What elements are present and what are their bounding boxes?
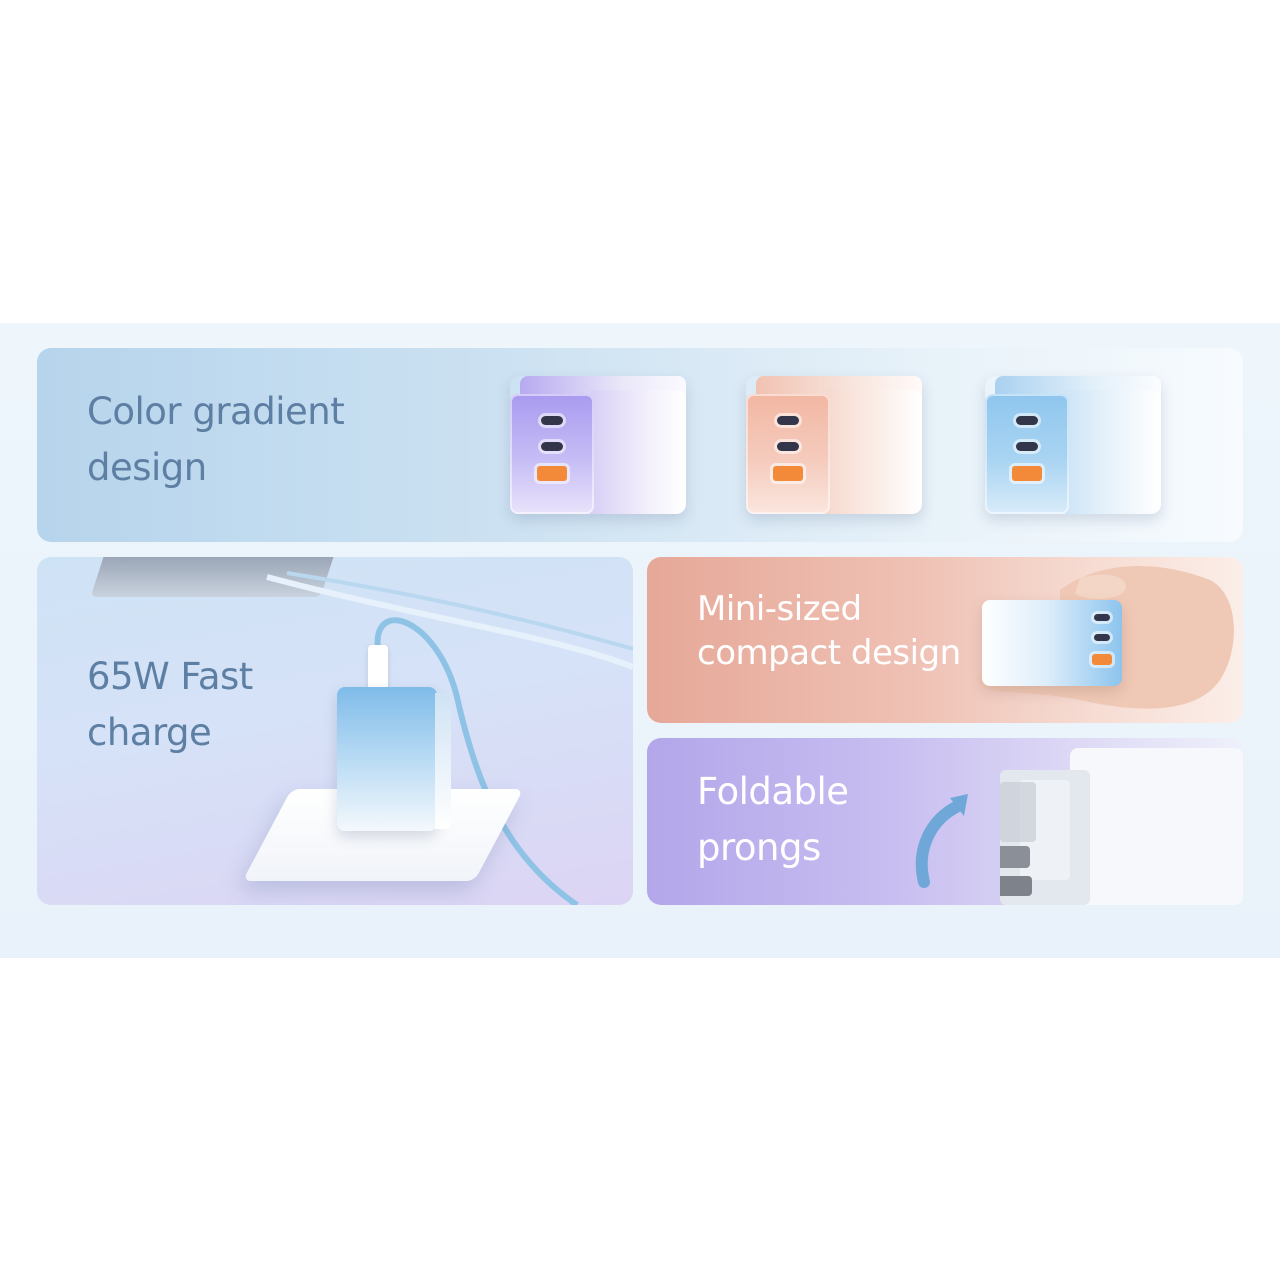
fast-charge-panel: 65W Fast charge: [37, 557, 633, 905]
peach-charger-image: [746, 376, 922, 514]
usb-c-port-icon: [777, 442, 799, 451]
usb-c-port-icon: [1094, 614, 1110, 621]
usb-a-port-icon: [537, 466, 567, 481]
usb-a-port-icon: [1012, 466, 1042, 481]
blue-charger-image: [982, 600, 1122, 686]
blue-charger-image: [985, 376, 1161, 514]
usb-a-port-icon: [1092, 654, 1112, 665]
usb-c-port-icon: [1016, 416, 1038, 425]
cable-icon: [266, 571, 633, 905]
usb-c-port-icon: [777, 416, 799, 425]
color-gradient-panel: Color gradient design: [37, 348, 1243, 542]
blue-charger-image: [337, 687, 451, 831]
purple-charger-image: [510, 376, 686, 514]
usb-c-port-icon: [541, 416, 563, 425]
usb-a-port-icon: [773, 466, 803, 481]
foldable-prongs-caption: Foldable prongs: [697, 770, 849, 869]
usb-c-port-icon: [1016, 442, 1038, 451]
usb-c-plug-image: [368, 645, 388, 695]
usb-c-port-icon: [1094, 634, 1110, 641]
usb-c-port-icon: [541, 442, 563, 451]
fast-charge-caption: 65W Fast charge: [87, 655, 253, 754]
curved-arrow-icon: [915, 794, 968, 888]
color-gradient-caption: Color gradient design: [87, 390, 345, 489]
mini-sized-caption: Mini-sized compact design: [697, 589, 961, 673]
charger-prongs-image: [1000, 748, 1243, 905]
